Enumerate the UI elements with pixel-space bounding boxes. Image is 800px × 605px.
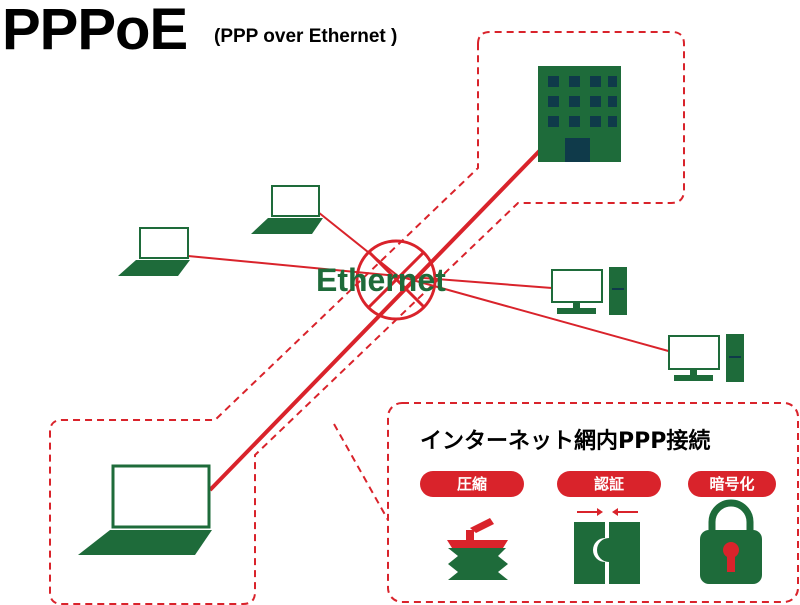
authentication-badge: 認証 [557,471,661,497]
encryption-badge: 暗号化 [688,471,776,497]
ethernet-link-pc-2 [397,275,673,353]
encryption-padlock-icon [700,499,762,584]
compression-press-icon [447,518,508,580]
office-building-icon [538,66,621,162]
desktop-computer-icon [668,334,744,382]
ethernet-link-pc-1 [397,275,553,289]
page-subtitle: (PPP over Ethernet ) [214,26,398,47]
pppoe-session-line [208,136,554,492]
authentication-icon [574,508,640,584]
laptop-icon [251,185,323,234]
panel-connector-line [333,423,389,521]
desktop-computer-icon [551,267,627,315]
ethernet-link-laptop-2 [187,255,399,277]
ethernet-label: Ethernet [316,262,446,298]
panel-title: インターネット網内PPP接続 [420,429,711,454]
laptop-icon [118,227,190,276]
pppoe-tunnel-outline [49,31,685,605]
ethernet-hub-icon [355,239,437,321]
client-laptop-icon [78,464,212,555]
ethernet-link-laptop-1 [317,211,399,277]
compression-badge: 圧縮 [420,471,524,497]
page-title: PPPoE [2,0,188,62]
